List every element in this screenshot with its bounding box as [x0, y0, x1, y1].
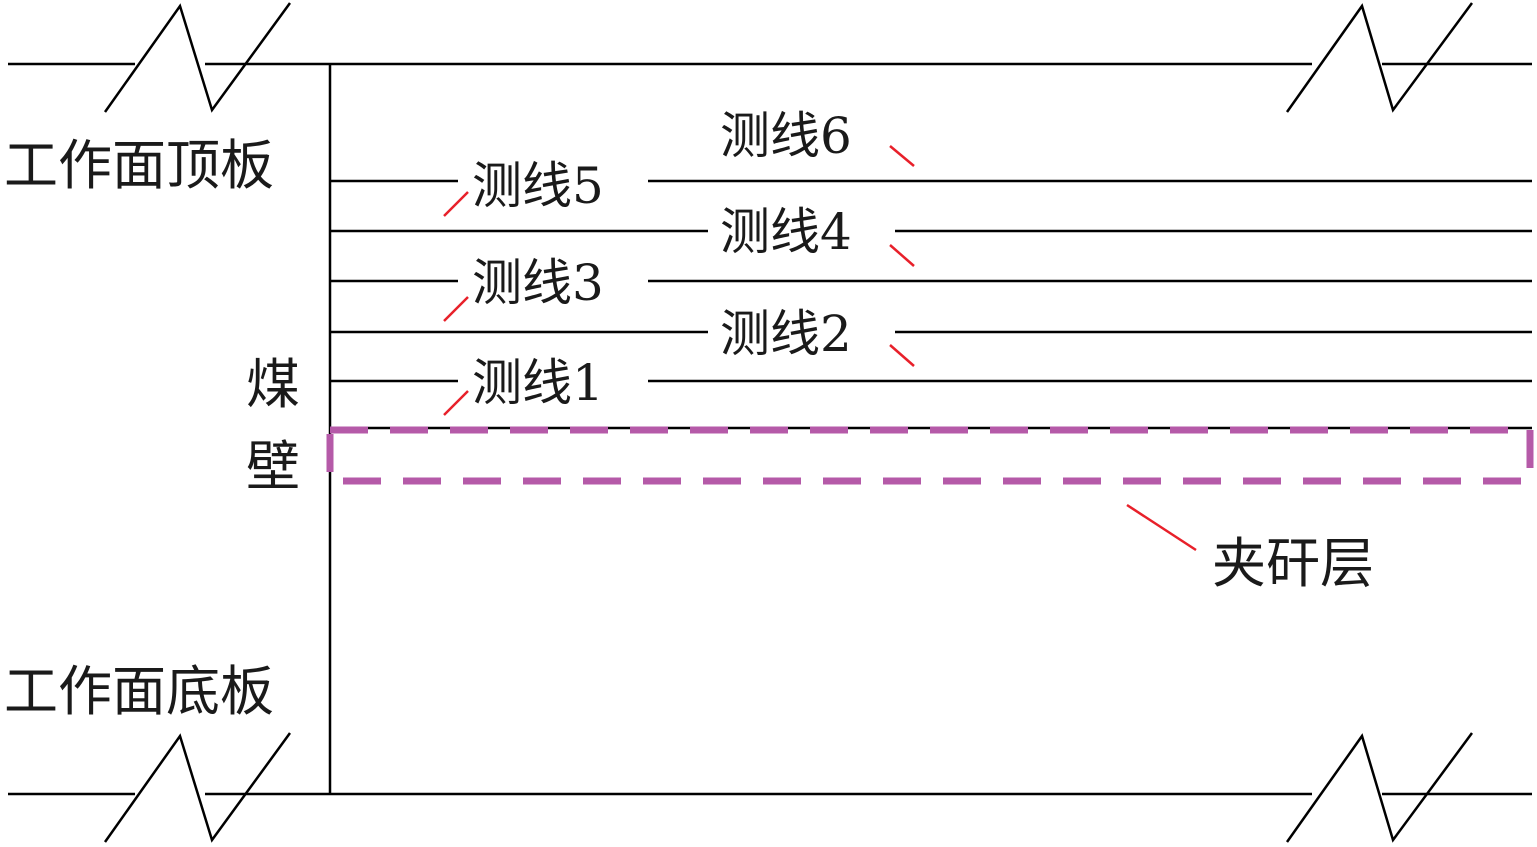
parting-layer-outline	[326, 426, 1534, 485]
survey-line-label-6: 测线6	[720, 107, 852, 165]
floor-break-left	[103, 732, 292, 843]
leader-line-3	[443, 296, 469, 322]
roof-boundary	[8, 2, 1532, 113]
leader-line-5	[443, 191, 469, 217]
survey-line-label-2: 测线2	[720, 305, 852, 363]
roof-break-right	[1285, 2, 1474, 113]
leader-line-2	[889, 344, 915, 367]
floor-break-right	[1285, 732, 1474, 843]
floor-label: 工作面底板	[4, 660, 274, 723]
leader-line-1	[443, 390, 469, 416]
survey-line-label-3: 测线3	[472, 254, 604, 312]
parting-layer-label: 夹矸层	[1212, 532, 1374, 595]
survey-line-label-4: 测线4	[720, 203, 852, 261]
roof-break-left	[103, 2, 292, 113]
coal-wall-label-bottom: 壁	[246, 435, 300, 498]
survey-line-label-1: 测线1	[472, 354, 604, 412]
survey-line-label-5: 测线5	[472, 157, 604, 215]
floor-boundary	[8, 732, 1532, 843]
coal-wall-label-top: 煤	[246, 353, 300, 416]
roof-label: 工作面顶板	[4, 134, 274, 197]
leader-line-4	[889, 244, 915, 267]
leader-line-6	[889, 145, 915, 167]
leader-line-parting	[1126, 503, 1197, 552]
leader-lines	[443, 145, 1197, 552]
